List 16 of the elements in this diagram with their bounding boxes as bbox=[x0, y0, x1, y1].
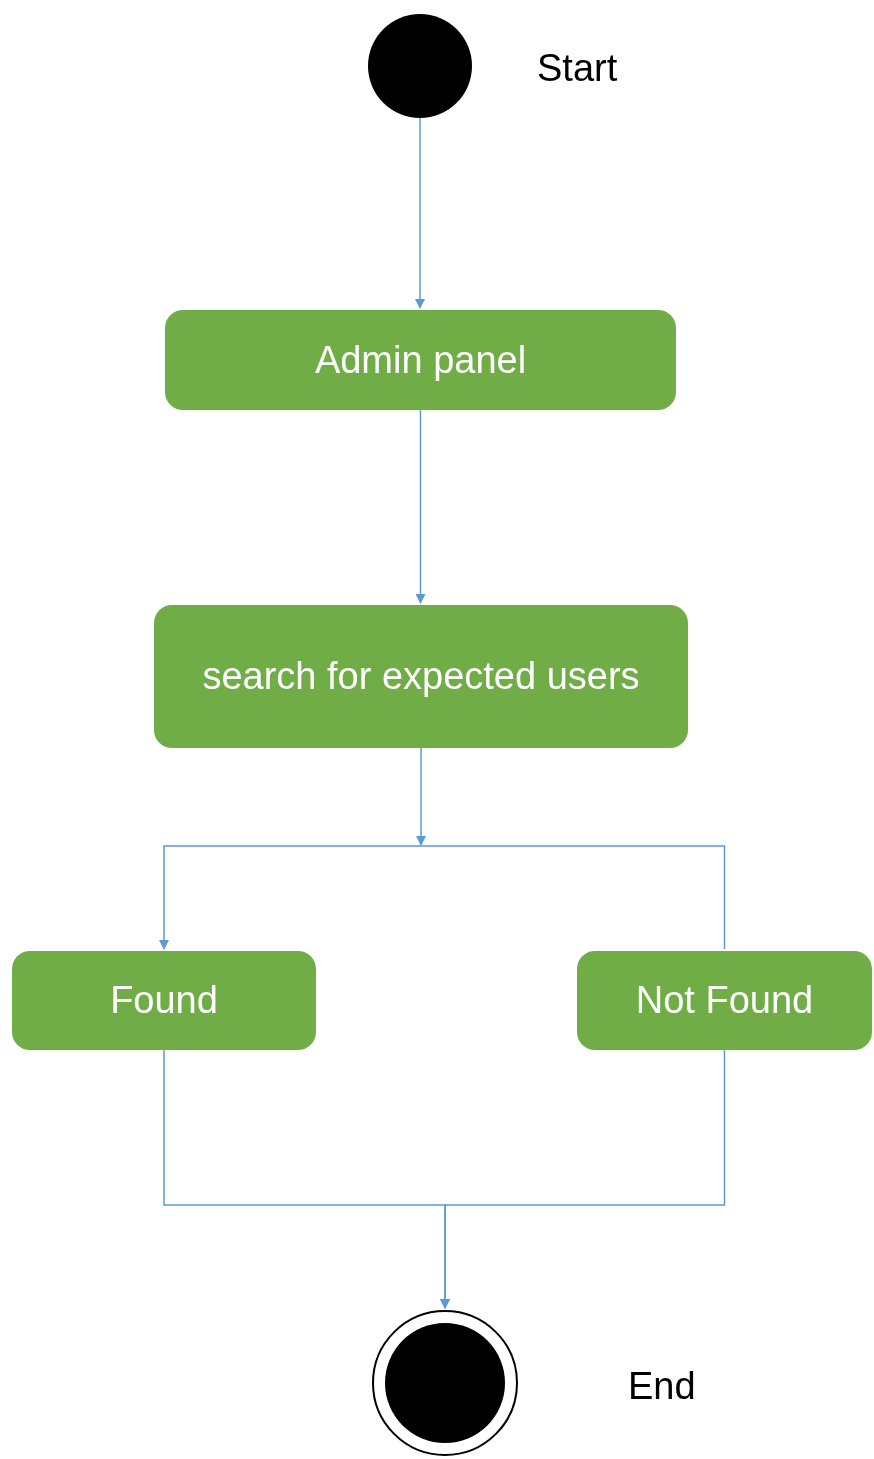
arrow bbox=[415, 409, 426, 604]
box-label: Not Found bbox=[635, 978, 814, 1024]
action-box bbox=[154, 605, 688, 748]
box-label: Admin panel bbox=[314, 337, 527, 383]
arrow bbox=[440, 1049, 726, 1309]
arrow bbox=[159, 845, 422, 950]
arrow bbox=[415, 117, 425, 309]
box-label: Found bbox=[110, 978, 218, 1024]
box-label: search for expected users bbox=[202, 654, 640, 700]
action-box bbox=[577, 951, 872, 1050]
action-box bbox=[165, 310, 676, 410]
node-caption: End bbox=[628, 1364, 696, 1409]
node-caption: Start bbox=[537, 46, 618, 91]
arrow bbox=[416, 747, 426, 846]
action-box bbox=[12, 951, 316, 1050]
connector-line bbox=[420, 845, 726, 950]
